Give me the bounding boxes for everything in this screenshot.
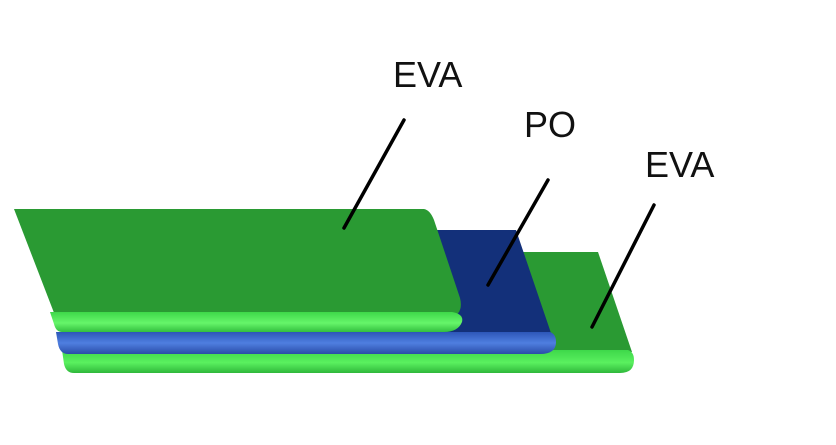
po-label: PO — [524, 104, 576, 145]
top-eva-layer — [14, 209, 463, 332]
top-eva-label: EVA — [393, 54, 462, 95]
bottom-eva-label: EVA — [645, 144, 714, 185]
top-eva-leader-line — [342, 118, 406, 230]
top-eva-edge — [50, 312, 463, 332]
top-eva-top-face — [14, 209, 461, 318]
po-edge — [56, 332, 556, 354]
po-leader-line — [486, 178, 550, 287]
bottom-eva-edge — [62, 350, 634, 373]
bottom-eva-leader-line — [590, 203, 656, 329]
